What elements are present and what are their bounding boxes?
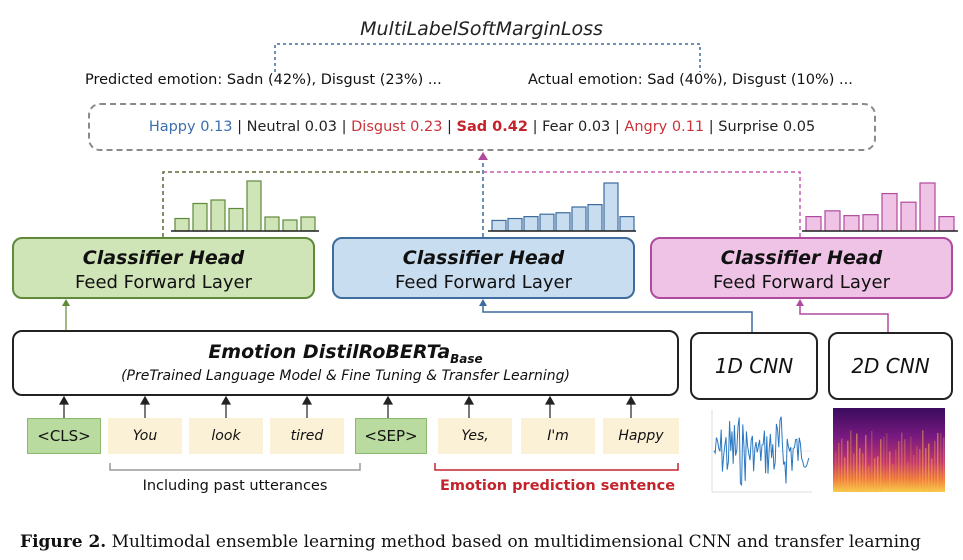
language-model-box: Emotion DistilRoBERTaBase (PreTrained La… xyxy=(12,330,679,396)
score-separator: | xyxy=(704,119,719,135)
green-connector xyxy=(162,171,483,237)
figure-caption: Figure 2. Multimodal ensemble learning m… xyxy=(20,532,921,552)
histogram-bar xyxy=(174,217,190,232)
histogram-bar xyxy=(843,215,860,232)
head1-histogram xyxy=(171,180,319,232)
waveform-image xyxy=(711,410,812,493)
histogram-bar xyxy=(603,182,619,232)
histogram-bar xyxy=(523,216,539,232)
classifier-head-audio2d: Classifier Head Feed Forward Layer xyxy=(650,237,953,299)
histogram-bar xyxy=(282,219,298,232)
token-im: I'm xyxy=(521,418,595,454)
classifier-head-audio1d: Classifier Head Feed Forward Layer xyxy=(332,237,635,299)
score-separator: | xyxy=(610,119,625,135)
actual-emotion-label: Actual emotion: Sad (40%), Disgust (10%)… xyxy=(528,72,853,88)
histogram-bar xyxy=(555,212,571,232)
classifier-head-text: Classifier Head Feed Forward Layer xyxy=(12,237,315,299)
histogram-bar xyxy=(246,180,262,232)
loss-bracket xyxy=(274,43,701,72)
classifier-head-title: Classifier Head xyxy=(402,247,565,269)
token-sep: <SEP> xyxy=(355,418,427,454)
token-look: look xyxy=(189,418,263,454)
score-separator: | xyxy=(527,119,543,135)
score-separator: | xyxy=(442,119,457,135)
head3-histogram xyxy=(802,182,958,232)
score-separator: | xyxy=(337,119,352,135)
predicted-emotion-label: Predicted emotion: Sadn (42%), Disgust (… xyxy=(85,72,442,88)
token-arrows xyxy=(58,395,637,418)
histogram-bar xyxy=(539,213,555,232)
emotion-scores: Happy 0.13 | Neutral 0.03 | Disgust 0.23… xyxy=(88,103,876,151)
loss-function-label: MultiLabelSoftMarginLoss xyxy=(360,18,603,40)
histogram-bar xyxy=(210,199,226,232)
histogram-bar xyxy=(491,219,507,232)
histogram-bar xyxy=(900,201,917,232)
cnn1-to-head2-line xyxy=(482,304,753,332)
score-fear: Fear 0.03 xyxy=(542,119,611,135)
arrow-to-scores xyxy=(478,152,488,160)
emotion-sentence-label: Emotion prediction sentence xyxy=(439,478,676,494)
histogram-bar xyxy=(938,216,955,232)
histogram-bar xyxy=(192,202,208,232)
classifier-head-title: Classifier Head xyxy=(82,247,245,269)
token-yes: Yes, xyxy=(438,418,512,454)
histogram-bar xyxy=(507,217,523,232)
caption-label: Figure 2. xyxy=(20,532,107,552)
score-surprise: Surprise 0.05 xyxy=(718,119,816,135)
spectrogram-image xyxy=(833,408,945,492)
classifier-head-subtitle: Feed Forward Layer xyxy=(75,272,252,293)
emotion-bracket xyxy=(434,463,679,471)
score-disgust: Disgust 0.23 xyxy=(351,119,443,135)
cnn2-to-head3-line xyxy=(799,304,889,332)
past-utterances-label: Including past utterances xyxy=(142,478,328,494)
score-separator: | xyxy=(232,119,247,135)
histogram-bar xyxy=(228,207,244,232)
histogram-bar xyxy=(300,216,316,232)
score-sad: Sad 0.42 xyxy=(456,119,528,135)
token-tired: tired xyxy=(270,418,344,454)
token-cls: <CLS> xyxy=(27,418,101,454)
histogram-bar xyxy=(824,210,841,232)
model-title-text: Emotion DistilRoBERTa xyxy=(208,341,451,363)
model-title-subscript: Base xyxy=(450,351,483,366)
score-neutral: Neutral 0.03 xyxy=(246,119,338,135)
histogram-bar xyxy=(862,214,879,232)
histogram-bar xyxy=(881,192,898,232)
score-angry: Angry 0.11 xyxy=(624,119,705,135)
pink-connector xyxy=(483,171,801,237)
caption-text: Multimodal ensemble learning method base… xyxy=(106,532,921,552)
arrow-head1 xyxy=(62,299,70,306)
classifier-head-subtitle: Feed Forward Layer xyxy=(395,272,572,293)
emotion-score-box xyxy=(88,103,876,151)
histogram-bar xyxy=(264,216,280,232)
score-happy: Happy 0.13 xyxy=(148,119,233,135)
histogram-bar xyxy=(619,216,635,232)
histogram-bar xyxy=(587,204,603,232)
histogram-bar xyxy=(571,206,587,232)
arrow-head3 xyxy=(796,299,804,306)
head2-histogram xyxy=(488,182,636,232)
past-bracket xyxy=(109,463,361,471)
classifier-head-subtitle: Feed Forward Layer xyxy=(713,272,890,293)
model-title: Emotion DistilRoBERTaBase xyxy=(14,341,677,366)
token-happy: Happy xyxy=(603,418,679,454)
histogram-bar xyxy=(919,182,936,232)
arrow-head2 xyxy=(479,299,487,306)
histogram-bar xyxy=(805,216,822,232)
token-you: You xyxy=(108,418,182,454)
cnn-1d-box: 1D CNN xyxy=(690,332,818,400)
cnn-2d-box: 2D CNN xyxy=(828,332,953,400)
model-subtitle: (PreTrained Language Model & Fine Tuning… xyxy=(121,367,570,384)
classifier-head-title: Classifier Head xyxy=(720,247,883,269)
